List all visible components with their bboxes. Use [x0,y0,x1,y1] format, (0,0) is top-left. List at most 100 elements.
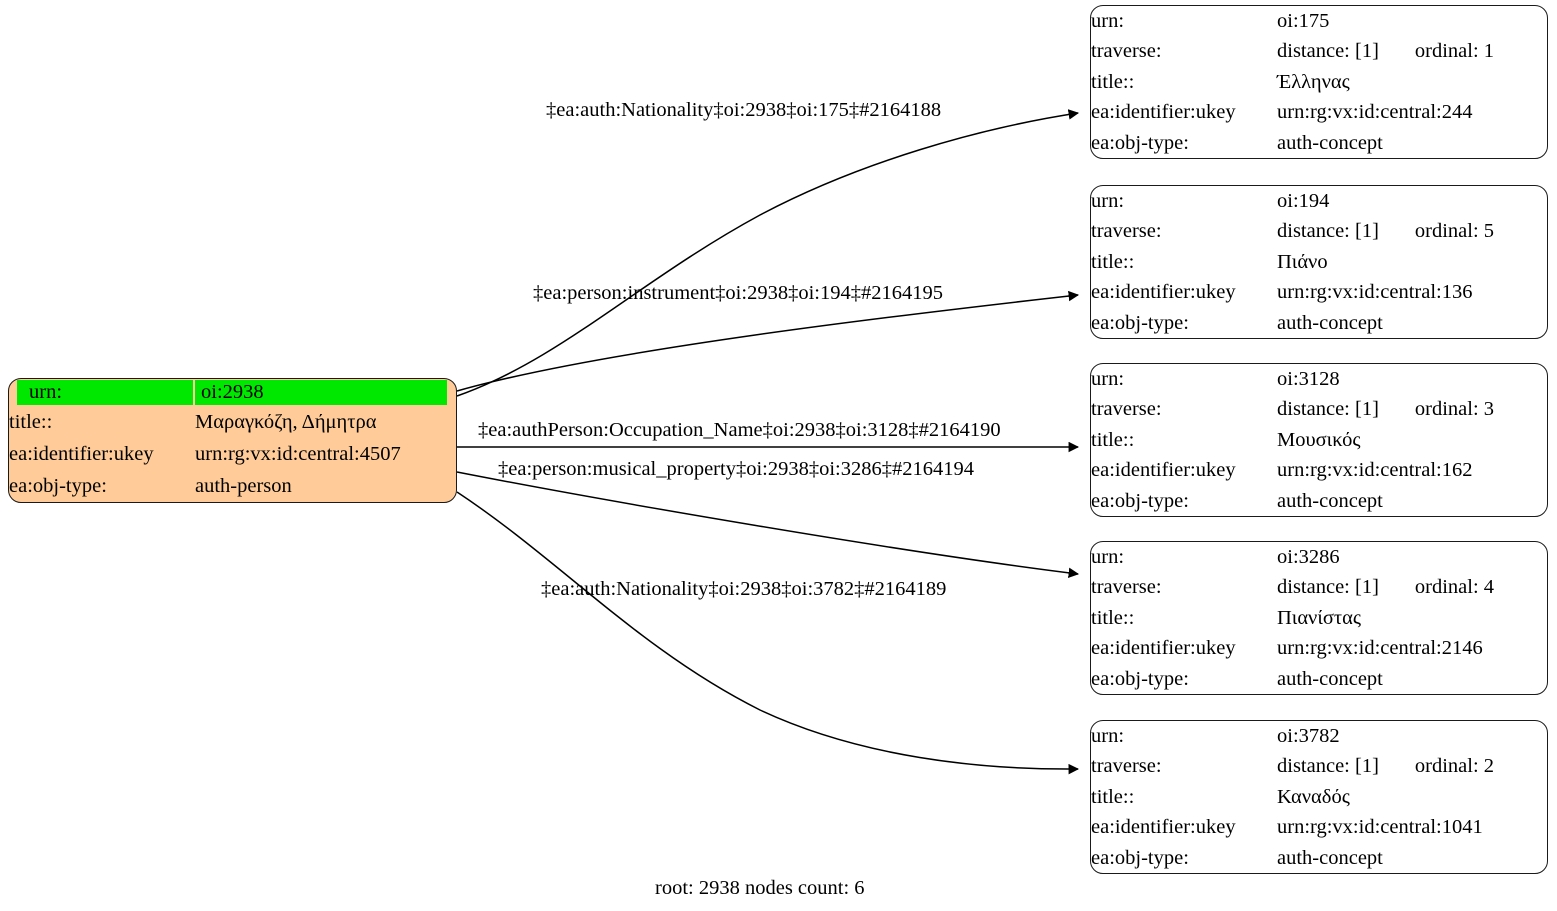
node-row-objtype: ea:obj-type: auth-concept [1091,486,1547,516]
root-row-ukey: ea:identifier:ukey urn:rg:vx:id:central:… [9,438,456,470]
root-title-key: title:: [9,410,53,433]
node-oi-3128[interactable]: urn: oi:3128 traverse: distance: [1]ordi… [1090,363,1548,517]
edge-label-4: ‡ea:person:musical_property‡oi:2938‡oi:3… [498,458,974,480]
graph-footer-caption: root: 2938 nodes count: 6 [655,877,865,899]
node-traverse-key: traverse: [1091,220,1162,243]
edge-path-2 [456,290,1080,392]
node-row-urn: urn: oi:194 [1091,186,1547,216]
node-row-objtype: ea:obj-type: auth-concept [1091,664,1547,694]
node-row-ukey: ea:identifier:ukey urn:rg:vx:id:central:… [1091,455,1547,485]
node-title-value: Καναδός [1277,785,1350,808]
edge-label-5: ‡ea:auth:Nationality‡oi:2938‡oi:3782‡#21… [541,578,947,600]
node-oi-3782[interactable]: urn: oi:3782 traverse: distance: [1]ordi… [1090,720,1548,874]
node-ukey-value: urn:rg:vx:id:central:2146 [1277,637,1483,660]
node-objtype-key: ea:obj-type: [1091,131,1189,154]
node-title-key: title:: [1091,250,1135,273]
edge-path-4 [456,471,1080,579]
node-row-urn: urn: oi:175 [1091,6,1547,36]
node-traverse-key: traverse: [1091,398,1162,421]
node-traverse-key: traverse: [1091,755,1162,778]
node-title-key: title:: [1091,70,1135,93]
root-objtype-key: ea:obj-type: [9,474,107,497]
node-objtype-value: auth-concept [1277,846,1383,869]
node-ordinal-value: ordinal: 5 [1414,220,1495,243]
node-row-urn: urn: oi:3128 [1091,364,1547,394]
node-distance-value: distance: [1] [1277,40,1379,63]
root-row-title: title:: Μαραγκόζη, Δήμητρα [9,406,456,438]
node-row-ukey: ea:identifier:ukey urn:rg:vx:id:central:… [1091,97,1547,127]
node-row-title: title:: Έλληνας [1091,67,1547,97]
node-title-key: title:: [1091,606,1135,629]
node-distance-value: distance: [1] [1277,755,1379,778]
node-row-traverse: traverse: distance: [1]ordinal: 2 [1091,751,1547,781]
node-row-objtype: ea:obj-type: auth-concept [1091,128,1547,158]
node-row-traverse: traverse: distance: [1] ordinal: 1 [1091,36,1547,66]
node-urn-value: oi:3286 [1277,545,1340,568]
root-ukey-key: ea:identifier:ukey [9,442,154,465]
node-row-traverse: traverse: distance: [1] ordinal: 4 [1091,572,1547,602]
edge-label-3: ‡ea:authPerson:Occupation_Name‡oi:2938‡o… [478,419,1001,441]
node-ukey-key: ea:identifier:ukey [1091,101,1236,124]
edge-label-2: ‡ea:person:instrument‡oi:2938‡oi:194‡#21… [533,282,943,304]
node-traverse-key: traverse: [1091,40,1162,63]
node-objtype-value: auth-concept [1277,667,1383,690]
edge-path-1 [456,109,1080,397]
node-objtype-key: ea:obj-type: [1091,311,1189,334]
node-row-ukey: ea:identifier:ukey urn:rg:vx:id:central:… [1091,277,1547,307]
node-ordinal-value: ordinal: 1 [1414,40,1495,63]
node-objtype-key: ea:obj-type: [1091,667,1189,690]
node-ukey-key: ea:identifier:ukey [1091,816,1236,839]
node-row-title: title:: Πιανίστας [1091,603,1547,633]
root-ukey-value: urn:rg:vx:id:central:4507 [195,442,401,465]
node-objtype-value: auth-concept [1277,311,1383,334]
node-root[interactable]: urn: oi:2938 title:: Μαραγκόζη, Δήμητρα … [8,378,457,503]
edge-label-1: ‡ea:auth:Nationality‡oi:2938‡oi:175‡#216… [546,99,942,121]
node-objtype-value: auth-concept [1277,131,1383,154]
node-objtype-value: auth-concept [1277,489,1383,512]
node-row-ukey: ea:identifier:ukey urn:rg:vx:id:central:… [1091,633,1547,663]
node-oi-3286[interactable]: urn: oi:3286 traverse: distance: [1] ordi… [1090,541,1548,695]
node-objtype-key: ea:obj-type: [1091,489,1189,512]
node-urn-value: oi:3782 [1277,724,1340,747]
node-row-ukey: ea:identifier:ukey urn:rg:vx:id:central:… [1091,812,1547,842]
node-oi-175[interactable]: urn: oi:175 traverse: distance: [1] ordin… [1090,5,1548,159]
node-title-value: Μουσικός [1277,428,1361,451]
node-row-traverse: traverse: distance: [1]ordinal: 3 [1091,394,1547,424]
node-title-value: Έλληνας [1277,70,1350,93]
node-ukey-value: urn:rg:vx:id:central:162 [1277,459,1473,482]
root-row-urn: urn: oi:2938 [9,379,456,406]
node-row-title: title:: Μουσικός [1091,425,1547,455]
node-urn-key: urn: [1091,189,1125,212]
node-ordinal-value: ordinal: 4 [1414,576,1495,599]
node-title-value: Πιανίστας [1277,606,1361,629]
node-distance-value: distance: [1] [1277,576,1379,599]
node-row-objtype: ea:obj-type: auth-concept [1091,843,1547,873]
node-urn-value: oi:194 [1277,189,1330,212]
node-urn-key: urn: [1091,367,1125,390]
node-urn-key: urn: [1091,9,1125,32]
node-urn-key: urn: [1091,545,1125,568]
node-title-value: Πιάνο [1277,250,1328,273]
node-traverse-key: traverse: [1091,576,1162,599]
node-ukey-key: ea:identifier:ukey [1091,637,1236,660]
node-ukey-value: urn:rg:vx:id:central:244 [1277,101,1473,124]
node-row-title: title:: Καναδός [1091,782,1547,812]
root-urn-key: urn: [17,380,193,405]
node-urn-value: oi:3128 [1277,367,1340,390]
node-ukey-value: urn:rg:vx:id:central:136 [1277,281,1473,304]
node-ukey-key: ea:identifier:ukey [1091,459,1236,482]
node-urn-key: urn: [1091,724,1125,747]
node-ukey-key: ea:identifier:ukey [1091,281,1236,304]
node-distance-value: distance: [1] [1277,220,1379,243]
node-row-urn: urn: oi:3286 [1091,542,1547,572]
node-row-traverse: traverse: distance: [1] ordinal: 5 [1091,216,1547,246]
node-objtype-key: ea:obj-type: [1091,846,1189,869]
node-oi-194[interactable]: urn: oi:194 traverse: distance: [1] ordin… [1090,185,1548,339]
node-row-title: title:: Πιάνο [1091,247,1547,277]
root-title-value: Μαραγκόζη, Δήμητρα [195,410,377,433]
root-objtype-value: auth-person [195,474,292,497]
edge-path-5 [456,491,1080,775]
node-distance-value: distance: [1] [1277,398,1379,421]
node-row-objtype: ea:obj-type: auth-concept [1091,308,1547,338]
